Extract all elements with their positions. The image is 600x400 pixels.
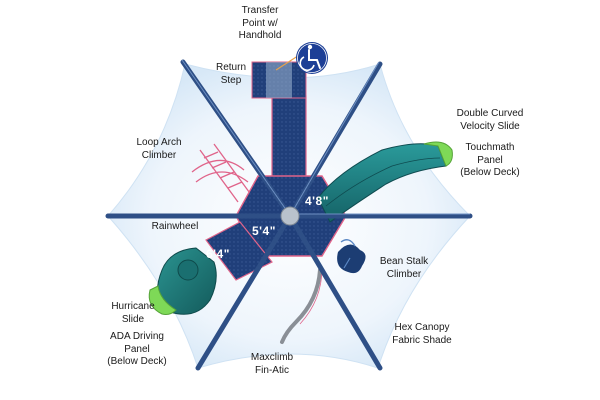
deck-height-right: 4'8" [305,194,329,208]
label-transfer-point-line: Transfer [241,5,279,16]
label-hurricane-line: Hurricane [111,301,155,312]
label-rainwheel: Rainwheel [148,221,202,234]
label-loop-arch-climber: Loop Arch Climber [128,137,190,162]
canopy-post-highlights [181,59,470,215]
label-bean-stalk-climber: Bean Stalk Climber [376,256,432,281]
label-double-curved-slide: Double Curved Velocity Slide [448,108,532,133]
hurricane-slide [148,247,217,315]
label-transfer-point-line: Point w/ [242,17,278,29]
deck-height-center: 5'4" [252,224,276,238]
upper-deck-walkway [271,95,307,181]
center-pole-cap [280,206,300,226]
label-hex-canopy: Hex Canopy Fabric Shade [382,322,462,347]
double-curved-velocity-slide [317,141,453,223]
label-maxclimb-line: Fin-Atic [255,364,289,376]
label-loop-arch-line: Loop Arch [136,137,182,148]
label-return-step: Return Step [212,62,250,87]
label-rainwheel-line: Rainwheel [151,221,199,232]
label-return-step-line: Step [220,74,242,86]
label-hex-canopy-line: Hex Canopy [394,322,450,333]
label-ada-driving-line: Panel [124,343,150,355]
label-double-curved-line: Velocity Slide [460,120,520,132]
label-touchmath-line: Panel [477,154,503,166]
label-ada-driving-line: ADA Driving [110,331,164,342]
label-touchmath-line: Touchmath [465,142,515,153]
label-hurricane-slide: Hurricane Slide [108,301,158,326]
label-bean-stalk-line: Climber [386,268,422,280]
label-transfer-point: Transfer Point w/ Handhold [226,5,294,43]
label-loop-arch-line: Climber [141,149,177,161]
label-maxclimb-line: Maxclimb [250,352,294,363]
loop-arch-climber [191,143,253,203]
deck-height-left: 6'4" [206,247,230,261]
wheelchair-icon [296,42,328,74]
label-hurricane-line: Slide [121,313,145,325]
label-bean-stalk-line: Bean Stalk [379,256,429,267]
label-ada-driving-panel: ADA Driving Panel (Below Deck) [102,331,172,369]
label-touchmath-line: (Below Deck) [460,167,520,178]
bean-stalk-climber [337,239,366,274]
label-ada-driving-line: (Below Deck) [107,356,167,367]
label-hex-canopy-line: Fabric Shade [392,334,452,346]
label-maxclimb: Maxclimb Fin-Atic [242,352,302,377]
label-return-step-line: Return [215,62,246,73]
label-double-curved-line: Double Curved [456,108,524,119]
transfer-point-platform [251,51,307,99]
label-touchmath-panel: Touchmath Panel (Below Deck) [450,142,530,180]
lower-left-deck [205,221,273,281]
label-transfer-point-line: Handhold [238,30,282,41]
